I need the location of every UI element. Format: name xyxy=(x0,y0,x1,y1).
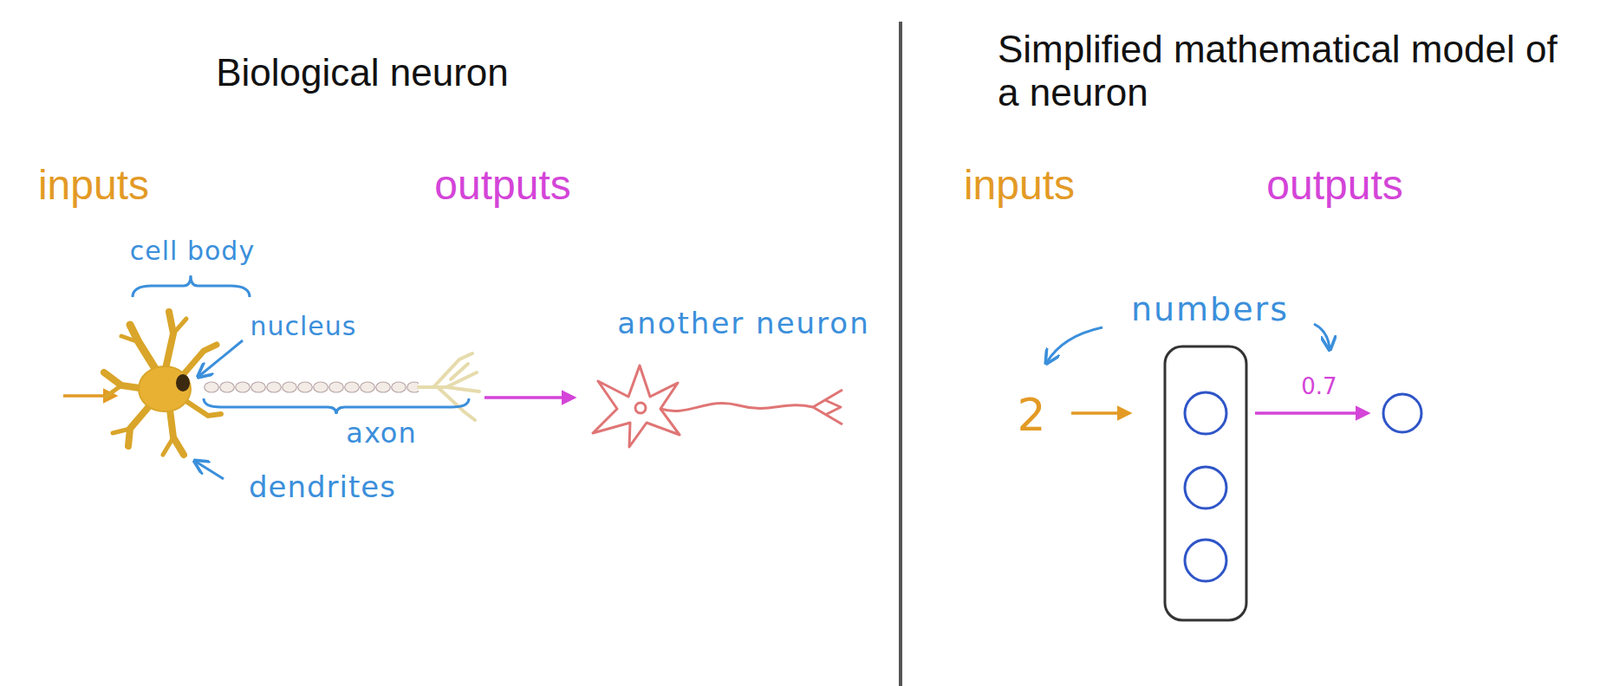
unit-circle xyxy=(1184,467,1227,509)
panel-heading: Simplified mathematical model of a neuro… xyxy=(997,27,1570,116)
output-value: 0.7 xyxy=(1300,374,1337,401)
part-label: another neuron xyxy=(617,306,870,341)
inputs-label: inputs xyxy=(38,161,150,209)
input-arrow xyxy=(1071,411,1130,416)
axon-figure xyxy=(203,381,419,394)
label-holder: nucleus xyxy=(250,312,358,343)
label-holder: 2 xyxy=(1016,390,1046,443)
label-holder: Simplified mathematical model of a neuro… xyxy=(997,27,1570,116)
cell-body-brace xyxy=(132,275,250,298)
numbers-leader xyxy=(1047,327,1103,363)
outputs-label: outputs xyxy=(1266,161,1403,209)
label-holder: numbers xyxy=(1131,291,1289,330)
label-holder: cell body xyxy=(130,236,255,267)
label-holder: another neuron xyxy=(617,306,870,341)
layer-box xyxy=(1164,346,1247,621)
input-value: 2 xyxy=(1016,390,1046,443)
output-circle xyxy=(1383,394,1422,433)
label-holder: outputs xyxy=(1266,161,1403,209)
label-holder: inputs xyxy=(38,161,150,209)
nucleus-leader xyxy=(199,340,243,377)
another-neuron-figure xyxy=(592,365,843,448)
part-label: nucleus xyxy=(250,312,358,343)
numbers-label: numbers xyxy=(1131,291,1289,330)
dendrites-leader xyxy=(195,461,224,480)
axon-brace xyxy=(203,398,469,415)
part-label: cell body xyxy=(130,236,255,267)
unit-circle xyxy=(1184,539,1227,582)
part-label: dendrites xyxy=(248,470,397,505)
part-label: axon xyxy=(345,417,417,450)
output-arrow xyxy=(1255,411,1368,416)
inputs-label: inputs xyxy=(963,161,1075,209)
label-holder: outputs xyxy=(434,161,571,209)
label-holder: 0.7 xyxy=(1300,374,1337,401)
numbers-leader xyxy=(1313,324,1330,349)
output-arrow xyxy=(484,396,574,400)
unit-circle xyxy=(1184,392,1227,435)
cell-body-figure xyxy=(104,312,222,456)
divider xyxy=(898,21,903,686)
label-holder: inputs xyxy=(963,161,1075,209)
label-holder: axon xyxy=(345,417,417,450)
axon-terminal xyxy=(418,353,480,421)
label-holder: Biological neuron xyxy=(215,51,509,96)
panel-heading: Biological neuron xyxy=(215,51,509,96)
label-holder: dendrites xyxy=(248,470,397,505)
outputs-label: outputs xyxy=(434,161,571,209)
